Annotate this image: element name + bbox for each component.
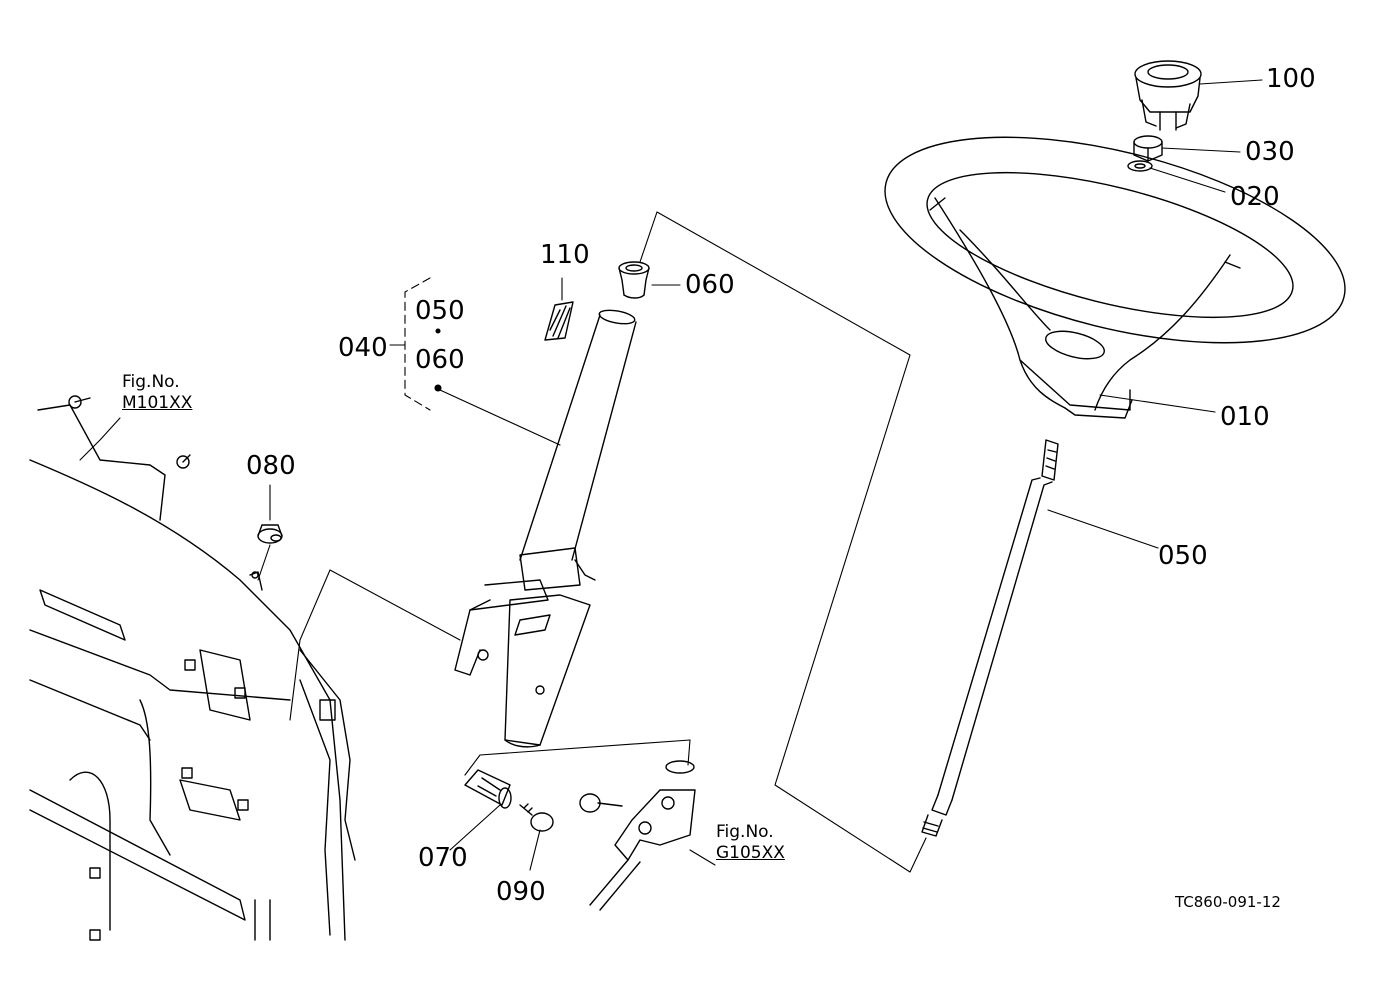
fig-ref-label: Fig.No. [716, 822, 774, 842]
label-plate [544, 301, 574, 341]
fig-ref-label: Fig.No. [122, 372, 180, 392]
clamp-piece [464, 769, 512, 809]
callout-070: 070 [418, 843, 468, 873]
fig-ref-top-left: Fig.No. M101XX [122, 372, 192, 415]
fig-ref-number: M101XX [122, 393, 193, 414]
callout-110: 110 [540, 240, 590, 270]
flange-nut [257, 524, 283, 544]
callout-050-shaft: 050 [1158, 541, 1208, 571]
bolt-090 [519, 803, 554, 832]
callout-080: 080 [246, 451, 296, 481]
steering-shaft [921, 439, 1059, 837]
steering-wheel [884, 136, 1346, 419]
callout-090: 090 [496, 877, 546, 907]
bolt-short [579, 793, 623, 813]
dash-panel [29, 395, 356, 941]
callout-040: 040 [338, 333, 388, 363]
callout-060-bushing: 060 [685, 270, 735, 300]
center-cap [1134, 60, 1202, 131]
callout-020: 020 [1230, 182, 1280, 212]
fig-ref-number: G105XX [716, 843, 785, 864]
nut [1133, 135, 1163, 162]
leader-lines [79, 79, 1263, 873]
washer [1127, 160, 1153, 172]
steering-column [454, 309, 637, 748]
drawing-number: TC860-091-12 [1175, 893, 1281, 911]
callout-100: 100 [1266, 64, 1316, 94]
callout-010: 010 [1220, 402, 1270, 432]
callout-060-group: 060 [415, 345, 465, 375]
callout-050-group: 050 [415, 296, 465, 326]
bushing [618, 261, 650, 299]
fig-ref-bottom: Fig.No. G105XX [716, 822, 785, 865]
callout-030: 030 [1245, 137, 1295, 167]
universal-joint [589, 760, 696, 911]
